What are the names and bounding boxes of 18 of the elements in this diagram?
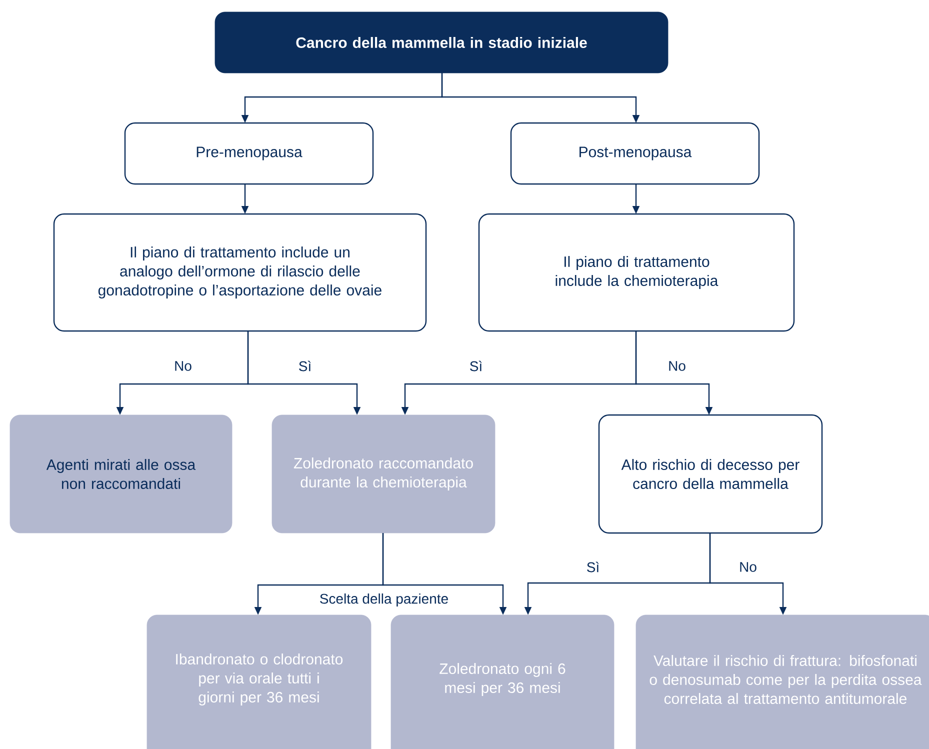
edge-label: Sì bbox=[468, 360, 484, 372]
process-box: Il piano di trattamento include la chemioterapia bbox=[478, 213, 795, 332]
edge-label: Sì bbox=[297, 360, 313, 372]
process-box: Pre-menopausa bbox=[124, 122, 374, 185]
edge-label: Sì bbox=[585, 560, 601, 574]
result-box: Zoledronato raccomandato durante la chemioterapia bbox=[272, 414, 496, 534]
title-box: Cancro della mammella in stadio iniziale bbox=[214, 12, 668, 74]
edge-label: No bbox=[738, 561, 758, 573]
process-box: Post-menopausa bbox=[510, 122, 760, 185]
process-box: Alto rischio di decesso per cancro della mammella bbox=[598, 414, 823, 534]
result-box: Zoledronato ogni 6 mesi per 36 mesi bbox=[390, 614, 614, 749]
result-box: Valutare il rischio di frattura: bifosfonati o denosumab come per la perdita ossea correlata al trattamento antitumorale bbox=[636, 614, 929, 749]
result-box: Ibandronato o clodronato per via orale tutti i giorni per 36 mesi bbox=[146, 614, 372, 749]
edge-label: No bbox=[173, 360, 193, 372]
edge-label: No bbox=[667, 360, 687, 372]
result-box: Agenti mirati alle ossa non raccomandati bbox=[10, 414, 232, 534]
choice-label: Scelta della paziente bbox=[318, 592, 450, 608]
process-box: Il piano di trattamento include un analogo dell’ormone di rilascio delle gonadotropine o l’asportazione delle ovaie bbox=[53, 213, 427, 332]
